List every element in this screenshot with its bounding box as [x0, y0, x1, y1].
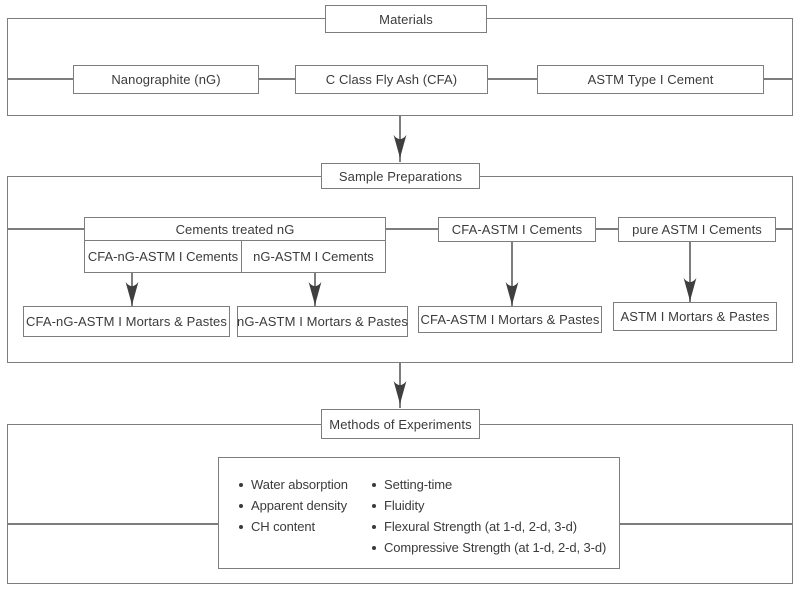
astm-type-i-cement-box: ASTM Type I Cement	[537, 65, 764, 94]
astm-mortars-pastes-box: ASTM I Mortars & Pastes	[613, 302, 777, 331]
methods-right-column: Setting-time Fluidity Flexural Strength …	[372, 474, 619, 568]
arrow-down-icon	[393, 363, 407, 408]
cements-treated-ng-subrow: CFA-nG-ASTM I Cements nG-ASTM I Cements	[84, 240, 386, 273]
methods-left-column: Water absorption Apparent density CH con…	[239, 474, 372, 568]
list-item: CH content	[239, 516, 372, 537]
list-item: Fluidity	[372, 495, 619, 516]
list-item: Apparent density	[239, 495, 372, 516]
arrow-down-icon	[125, 272, 139, 306]
sample-preparations-title-box: Sample Preparations	[321, 163, 480, 189]
cfa-astm-cements-box: CFA-ASTM I Cements	[438, 217, 596, 242]
ng-astm-mortars-pastes-box: nG-ASTM I Mortars & Pastes	[237, 306, 408, 337]
cfa-ng-astm-cements-cell: CFA-nG-ASTM I Cements	[85, 241, 242, 272]
c-class-fly-ash-box: C Class Fly Ash (CFA)	[295, 65, 488, 94]
materials-title-box: Materials	[325, 5, 487, 33]
cements-treated-ng-box: Cements treated nG	[84, 217, 386, 242]
list-item: Compressive Strength (at 1-d, 2-d, 3-d)	[372, 537, 619, 558]
cements-row-connector-line	[7, 228, 793, 230]
nanographite-box: Nanographite (nG)	[73, 65, 259, 94]
cfa-astm-mortars-pastes-box: CFA-ASTM I Mortars & Pastes	[418, 306, 602, 333]
list-item: Water absorption	[239, 474, 372, 495]
arrow-down-icon	[505, 241, 519, 306]
experiment-methods-list-box: Water absorption Apparent density CH con…	[218, 457, 620, 569]
arrow-down-icon	[308, 272, 322, 306]
arrow-down-icon	[683, 241, 697, 302]
methods-of-experiments-title-box: Methods of Experiments	[321, 409, 480, 439]
cfa-ng-astm-mortars-pastes-box: CFA-nG-ASTM I Mortars & Pastes	[23, 306, 230, 337]
list-item: Flexural Strength (at 1-d, 2-d, 3-d)	[372, 516, 619, 537]
arrow-down-icon	[393, 116, 407, 162]
list-item: Setting-time	[372, 474, 619, 495]
pure-astm-cements-box: pure ASTM I Cements	[618, 217, 776, 242]
ng-astm-cements-cell: nG-ASTM I Cements	[253, 249, 374, 264]
